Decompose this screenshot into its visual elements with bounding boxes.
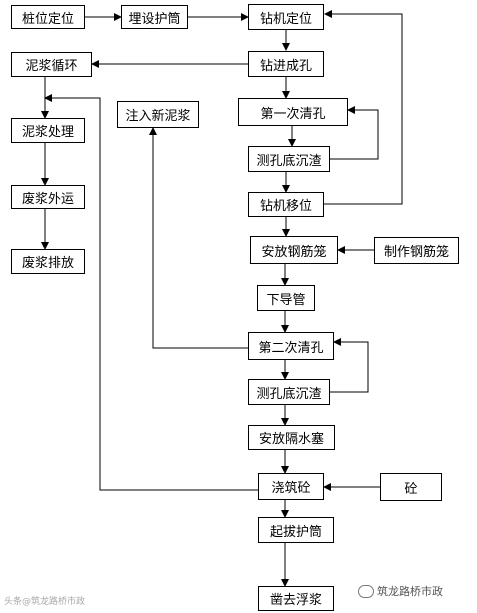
node-second-clean: 第二次清孔 [248,332,334,360]
arrow-measure2-loop [330,338,369,393]
node-measure-sediment-2: 测孔底沉渣 [248,379,330,405]
node-concrete: 砼 [380,473,442,501]
node-place-plug: 安放隔水塞 [248,425,335,450]
node-measure-sediment-1: 测孔底沉渣 [248,146,330,172]
node-slurry-treatment: 泥浆处理 [11,118,85,143]
arrow-measure1-loop [330,106,379,160]
watermark-right-text: 筑龙路桥市政 [377,585,443,598]
watermark-right: 筑龙路桥市政 [358,583,443,599]
node-slurry-discharge: 废浆排放 [11,249,85,274]
node-pour-concrete: 浇筑砼 [258,473,324,500]
watermark-left-text: 头条@筑龙路桥市政 [4,597,86,607]
node-drill-position: 钻机定位 [248,4,324,30]
node-slurry-circulation: 泥浆循环 [11,52,92,77]
node-lower-tremie: 下导管 [257,285,315,311]
node-drill-move: 钻机移位 [248,192,324,217]
node-bury-casing: 埋设护筒 [121,5,188,29]
wechat-icon [358,584,374,598]
arrow-pour-to-treatment [44,94,258,491]
arrow-drillmove-to-drillpos [324,10,403,205]
node-pile-position: 桩位定位 [11,5,85,29]
node-remove-laitance: 凿去浮浆 [258,586,334,611]
node-drill-hole: 钻进成孔 [248,51,324,77]
node-pull-casing: 起拔护筒 [258,517,334,543]
node-waste-slurry-transport: 废浆外运 [11,185,85,209]
arrow-secondclean-to-inject [149,127,248,349]
node-place-cage: 安放钢筋笼 [250,236,338,264]
node-make-cage: 制作钢筋笼 [374,237,459,264]
node-inject-slurry: 注入新泥浆 [117,101,199,128]
watermark-left: 头条@筑龙路桥市政 [4,594,85,607]
node-first-clean: 第一次清孔 [238,98,348,126]
